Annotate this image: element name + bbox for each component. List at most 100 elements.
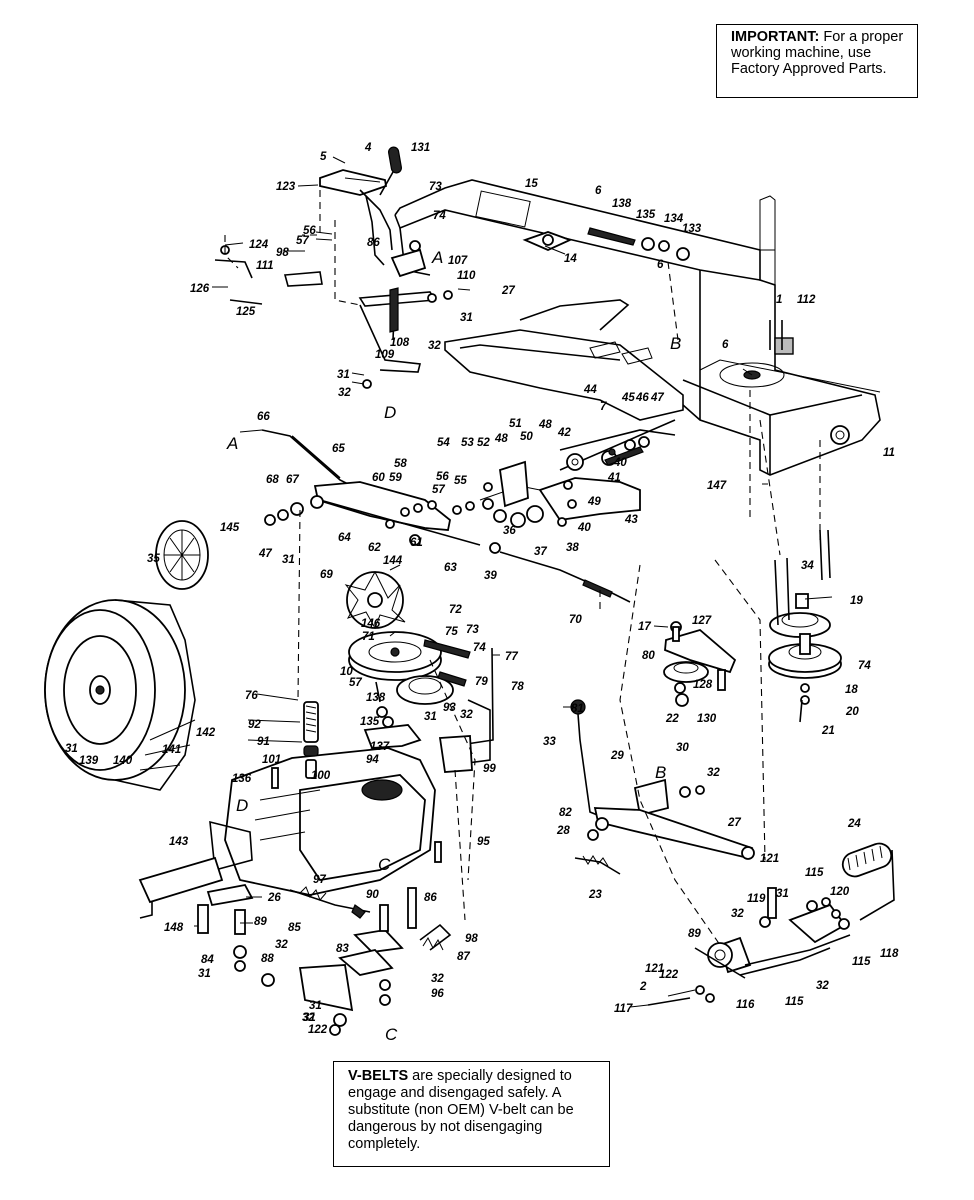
part-number: 18	[845, 684, 858, 696]
part-number: 49	[587, 496, 601, 508]
part-number: 116	[736, 999, 755, 1011]
part-number: 73	[466, 624, 479, 636]
part-number: 30	[676, 742, 689, 754]
ref-letter: C	[385, 1025, 398, 1044]
part-number: 108	[390, 337, 410, 349]
part-number: 142	[196, 727, 216, 739]
part-number: 27	[727, 817, 741, 829]
vbelts-notice: V-BELTS are specially designed to engage…	[333, 1061, 610, 1167]
part-number: 15	[525, 178, 538, 190]
part-number: 38	[566, 542, 579, 554]
part-number: 77	[505, 651, 518, 663]
rear-wheel	[44, 520, 209, 791]
part-number: 40	[613, 457, 627, 469]
part-number: 32	[816, 980, 829, 992]
part-number: 92	[248, 719, 261, 731]
ref-letter: D	[384, 403, 396, 422]
part-number: 120	[830, 886, 850, 898]
important-heading: IMPORTANT:	[731, 29, 820, 45]
part-number: 146	[361, 618, 381, 630]
part-number: 98	[465, 933, 478, 945]
part-number: 141	[162, 744, 181, 756]
part-number: 31	[460, 312, 473, 324]
part-number: 128	[693, 679, 713, 691]
part-number: 31	[303, 1012, 316, 1024]
part-number: 98	[276, 247, 289, 259]
part-number: 47	[650, 392, 664, 404]
part-number: 39	[484, 570, 497, 582]
part-number: 28	[556, 825, 570, 837]
part-number: 61	[410, 537, 423, 549]
part-number: 2	[639, 981, 647, 993]
part-number: 131	[411, 142, 430, 154]
part-number: 35	[147, 553, 160, 565]
part-number: 91	[257, 736, 270, 748]
ref-letter: D	[236, 796, 248, 815]
part-number: 5	[320, 151, 327, 163]
chassis-frame	[394, 179, 881, 476]
part-number: 110	[457, 270, 476, 282]
part-number: 74	[858, 660, 871, 672]
ref-letter: A	[431, 248, 443, 267]
part-number: 124	[249, 239, 269, 251]
part-number: 66	[257, 411, 270, 423]
part-number: 34	[801, 560, 814, 572]
part-number: 32	[275, 939, 288, 951]
part-number: 72	[449, 604, 462, 616]
part-number: 7	[600, 401, 607, 413]
part-number: 95	[477, 836, 490, 848]
clutch-pulley-assembly	[663, 529, 842, 723]
part-number: 57	[349, 677, 362, 689]
part-number: 10	[340, 666, 353, 678]
part-number: 112	[797, 294, 816, 306]
part-number: 107	[448, 255, 468, 267]
part-number: 65	[332, 443, 345, 455]
part-number: 123	[276, 181, 296, 193]
part-number: 133	[682, 223, 702, 235]
part-number: 4	[364, 142, 372, 154]
part-number: 37	[534, 546, 547, 558]
part-number: 47	[258, 548, 272, 560]
part-number: 6	[595, 185, 602, 197]
part-number: 86	[424, 892, 437, 904]
part-number: 17	[638, 621, 651, 633]
linkage-rods	[261, 419, 676, 603]
important-text: For a proper working machine, use Factor…	[731, 29, 904, 77]
part-number: 58	[394, 458, 407, 470]
part-number: 57	[296, 235, 309, 247]
part-number: 6	[722, 339, 729, 351]
part-number: 81	[571, 703, 584, 715]
part-number: 48	[538, 419, 552, 431]
part-number: 32	[707, 767, 720, 779]
part-number: 31	[198, 968, 211, 980]
part-number: 32	[302, 1012, 315, 1024]
part-number: 69	[320, 569, 333, 581]
part-number: 143	[169, 836, 189, 848]
part-number: 115	[805, 867, 824, 879]
part-number: 1	[776, 294, 782, 306]
part-number: 130	[697, 713, 717, 725]
part-number: 36	[503, 525, 516, 537]
part-number: 118	[880, 948, 899, 960]
part-number: 52	[477, 437, 490, 449]
part-number: 138	[612, 198, 632, 210]
part-number: 99	[483, 763, 496, 775]
part-number: 24	[847, 818, 861, 830]
part-number: 78	[511, 681, 524, 693]
part-number: 31	[776, 888, 789, 900]
part-number: 89	[688, 928, 701, 940]
part-number: 43	[624, 514, 638, 526]
part-number: 122	[659, 969, 679, 981]
part-number: 119	[747, 893, 766, 905]
part-number: 68	[266, 474, 279, 486]
part-number: 56	[436, 471, 449, 483]
part-number: 89	[254, 916, 267, 928]
part-number: 96	[431, 988, 444, 1000]
part-number: 67	[286, 474, 299, 486]
part-number: 31	[424, 711, 437, 723]
part-number: 90	[366, 889, 379, 901]
upper-right-components	[522, 227, 821, 556]
part-number: 140	[113, 755, 133, 767]
part-number: 11	[883, 447, 895, 459]
part-number: 144	[383, 555, 403, 567]
